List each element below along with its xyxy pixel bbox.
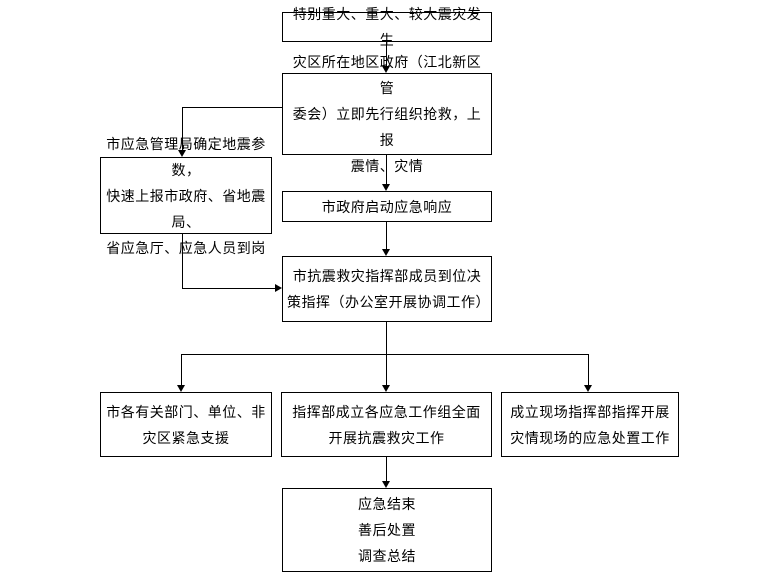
arrowhead-down-icon	[584, 385, 592, 392]
node-work-groups-rescue: 指挥部成立各应急工作组全面 开展抗震救灾工作	[281, 392, 492, 457]
node-local-government-rescue: 灾区所在地区政府（江北新区管 委会）立即先行组织抢救，上报 震情、灾情	[282, 54, 492, 174]
node-earthquake-occurs: 特别重大、重大、较大震灾发生	[282, 6, 492, 48]
connector-split-right-drop	[588, 354, 589, 385]
connector-localgov-citygov-line	[386, 155, 387, 184]
arrowhead-down-icon	[178, 150, 186, 157]
connector-localgov-bureau-vline	[182, 107, 183, 150]
connector-split-middle-drop	[386, 354, 387, 385]
connector-hq-split-stub	[386, 322, 387, 354]
node-hq-members-command: 市抗震救灾指挥部成员到位决 策指挥（办公室开展协调工作）	[282, 256, 492, 322]
arrowhead-right-icon	[275, 284, 282, 292]
arrowhead-down-icon	[382, 184, 390, 191]
connector-bureau-hq-vline	[182, 234, 183, 288]
arrowhead-down-icon	[177, 385, 185, 392]
node-emergency-bureau-report: 市应急管理局确定地震参数， 快速上报市政府、省地震局、 省应急厅、应急人员到岗	[100, 136, 272, 256]
node-city-government-response: 市政府启动应急响应	[282, 191, 492, 222]
arrowhead-down-icon	[382, 481, 390, 488]
connector-bureau-hq-hline	[182, 288, 275, 289]
connector-localgov-bureau-hline	[182, 107, 282, 108]
connector-workgroups-end-line	[386, 457, 387, 481]
arrowhead-down-icon	[382, 385, 390, 392]
arrowhead-down-icon	[382, 66, 390, 73]
node-departments-support: 市各有关部门、单位、非 灾区紧急支援	[100, 392, 272, 457]
connector-start-localgov-line	[386, 42, 387, 66]
connector-split-left-drop	[181, 354, 182, 385]
node-end-summary: 应急结束 善后处置 调查总结	[282, 488, 492, 572]
node-site-hq-disposal: 成立现场指挥部指挥开展 灾情现场的应急处置工作	[501, 392, 679, 457]
arrowhead-down-icon	[382, 249, 390, 256]
connector-citygov-hq-line	[386, 222, 387, 249]
connector-split-rail	[181, 354, 589, 355]
